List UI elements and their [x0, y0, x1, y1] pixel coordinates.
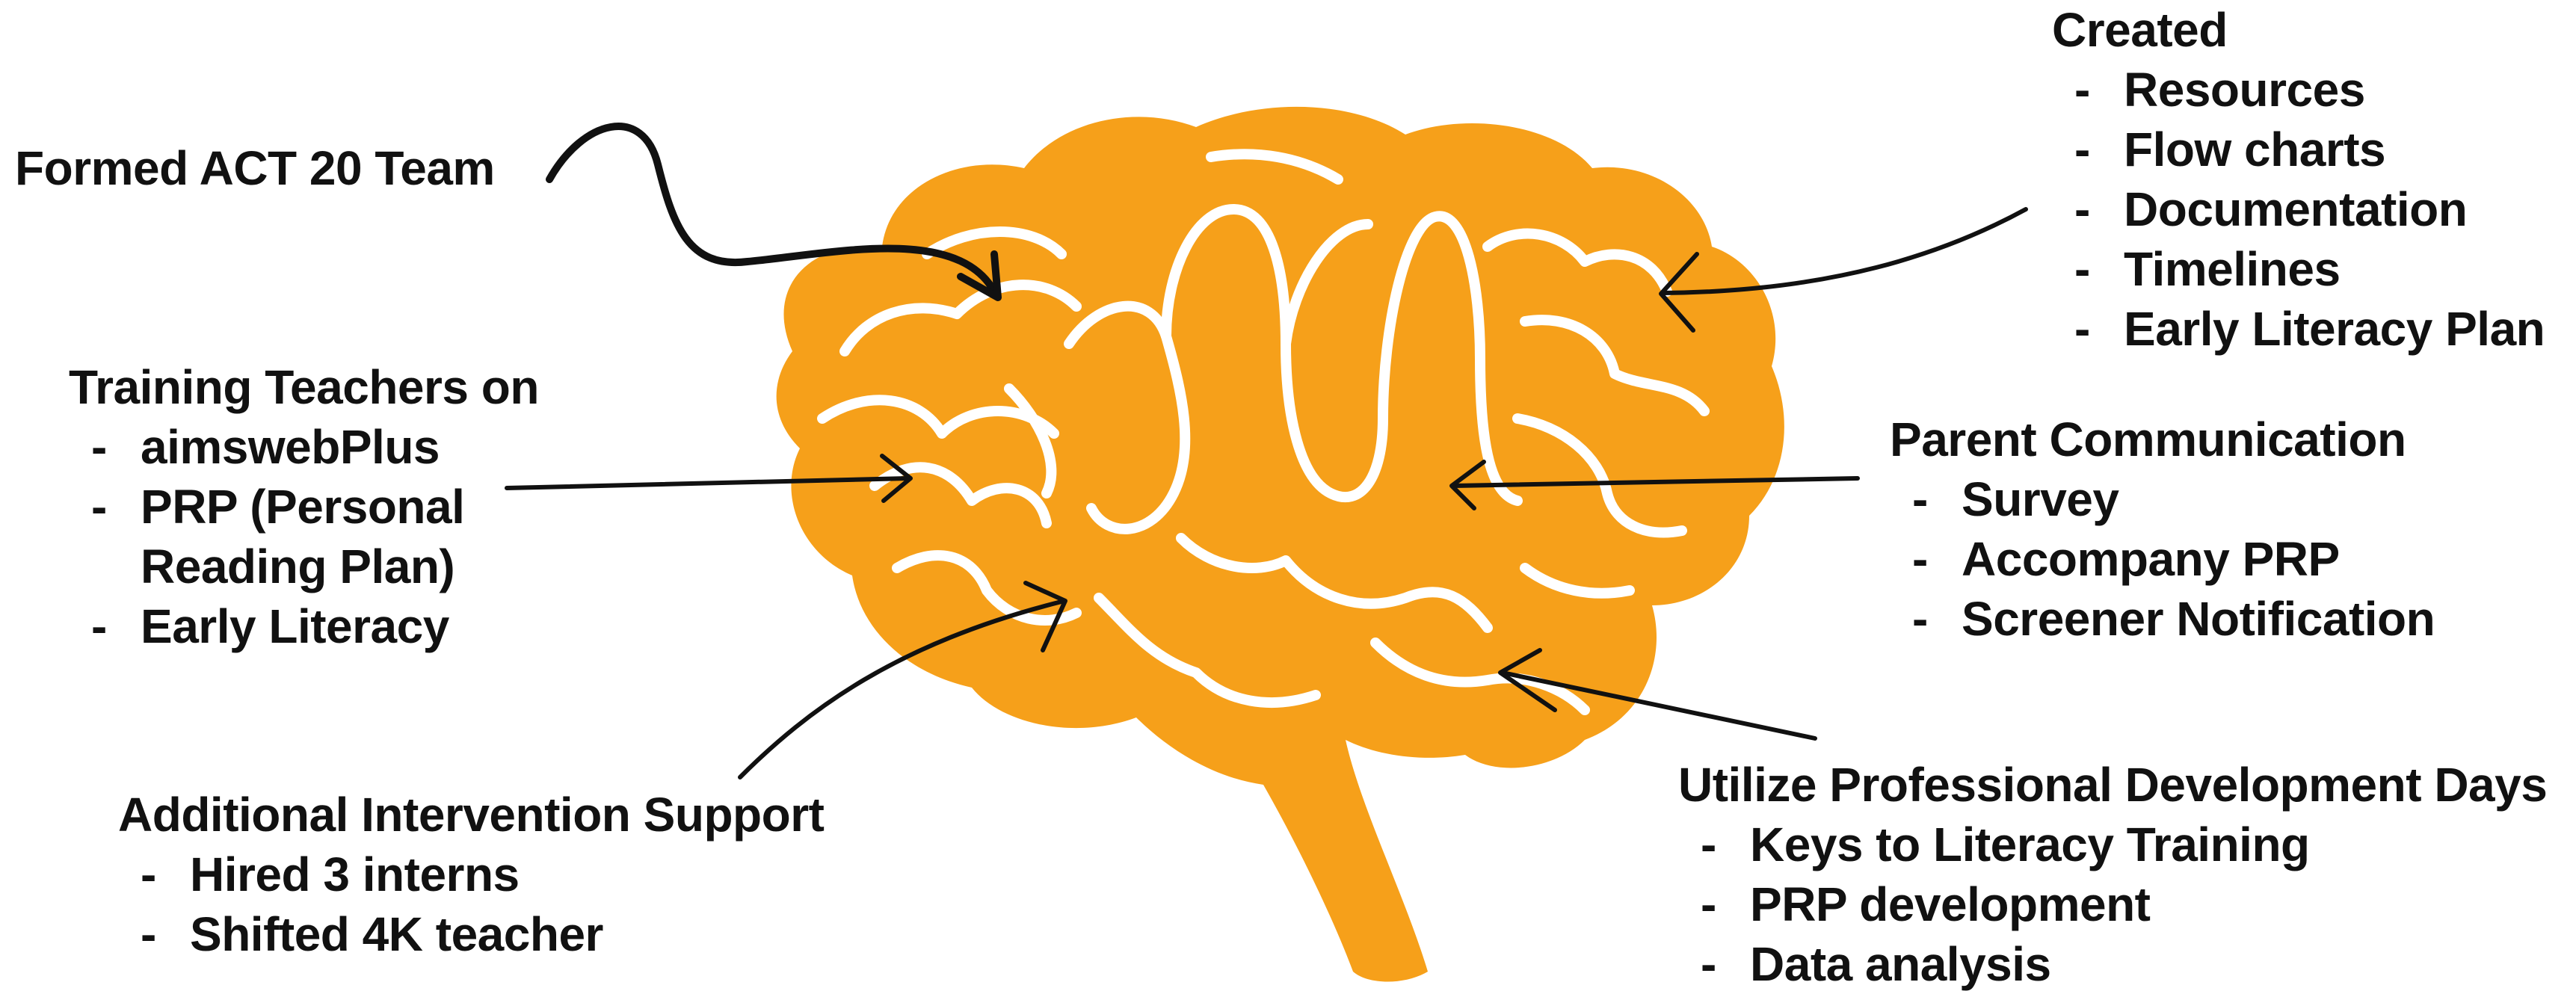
parent-item: Accompany PRP [1890, 529, 2435, 589]
pd-item: Data analysis [1678, 934, 2547, 994]
created-list: Resources Flow charts Documentation Time… [2052, 60, 2545, 359]
formed-team-heading: Formed ACT 20 Team [15, 138, 495, 198]
label-formed-team: Formed ACT 20 Team [15, 138, 495, 198]
pd-item: PRP development [1678, 874, 2547, 934]
training-item: PRP (Personal [69, 477, 539, 537]
training-item: aimswebPlus [69, 417, 539, 477]
parent-list: Survey Accompany PRP Screener Notificati… [1890, 469, 2435, 649]
label-pd-days: Utilize Professional Development Days Ke… [1678, 755, 2547, 994]
created-item: Flow charts [2052, 120, 2545, 179]
intervention-item: Hired 3 interns [118, 845, 824, 904]
training-list: aimswebPlus PRP (Personal Reading Plan) … [69, 417, 539, 656]
parent-heading: Parent Communication [1890, 410, 2435, 469]
training-item-continued: Reading Plan) [69, 537, 539, 596]
pd-list: Keys to Literacy Training PRP developmen… [1678, 815, 2547, 994]
created-item: Resources [2052, 60, 2545, 120]
pd-item: Keys to Literacy Training [1678, 815, 2547, 874]
label-parent-communication: Parent Communication Survey Accompany PR… [1890, 410, 2435, 649]
pd-heading: Utilize Professional Development Days [1678, 755, 2547, 815]
created-item: Timelines [2052, 239, 2545, 299]
created-heading: Created [2052, 0, 2545, 60]
label-training: Training Teachers on aimswebPlus PRP (Pe… [69, 357, 539, 656]
intervention-list: Hired 3 interns Shifted 4K teacher [118, 845, 824, 964]
parent-item: Survey [1890, 469, 2435, 529]
intervention-heading: Additional Intervention Support [118, 785, 824, 845]
intervention-item: Shifted 4K teacher [118, 904, 824, 964]
parent-item: Screener Notification [1890, 589, 2435, 649]
label-intervention: Additional Intervention Support Hired 3 … [118, 785, 824, 964]
training-heading: Training Teachers on [69, 357, 539, 417]
training-item: Early Literacy [69, 596, 539, 656]
created-item: Early Literacy Plan [2052, 299, 2545, 359]
created-item: Documentation [2052, 179, 2545, 239]
label-created: Created Resources Flow charts Documentat… [2052, 0, 2545, 359]
brain-icon [777, 107, 1784, 982]
brain-shape [777, 107, 1784, 982]
